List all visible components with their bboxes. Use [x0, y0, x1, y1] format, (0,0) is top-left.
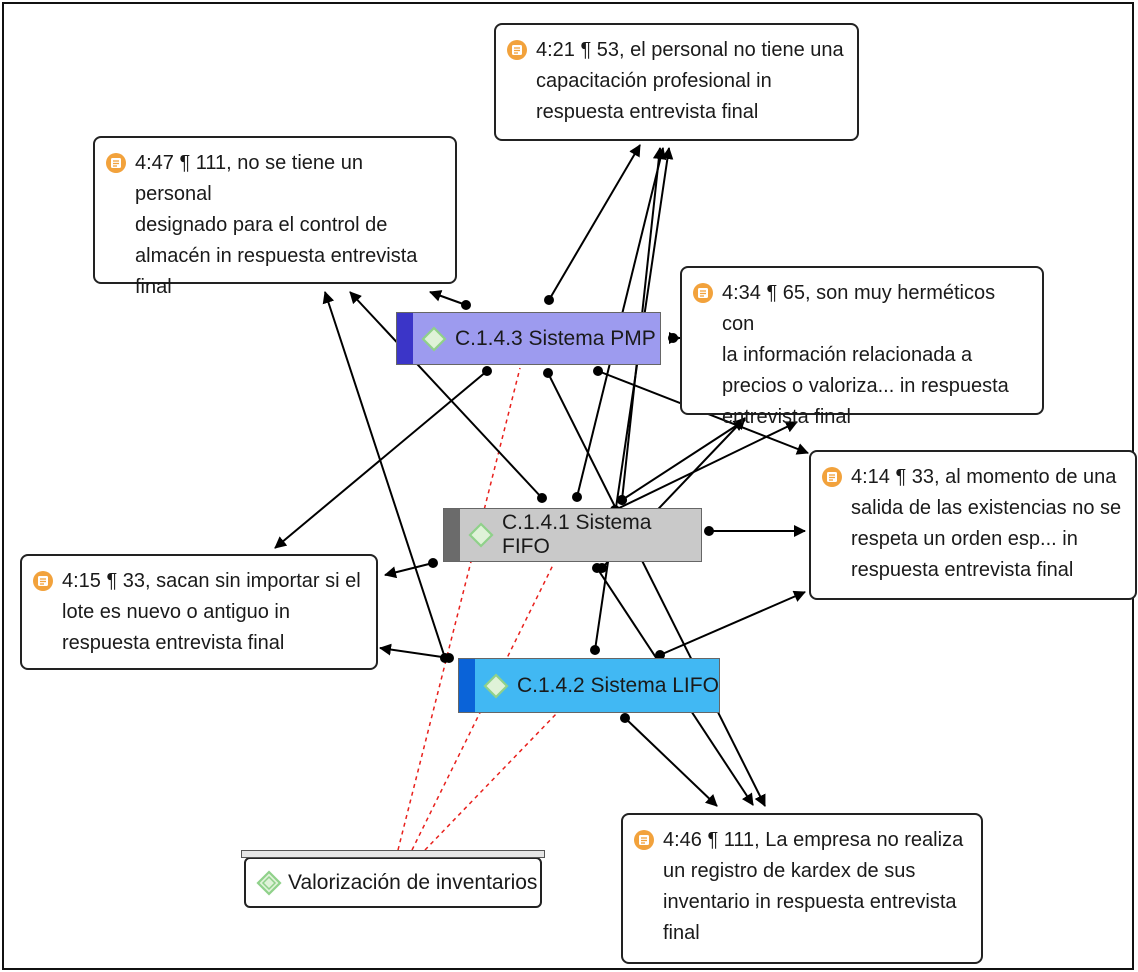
quote-line: precios o valoriza... in respuesta [722, 375, 1009, 397]
quote-line: capacitación profesional in [536, 70, 772, 92]
code-color-bar [397, 313, 413, 364]
quotation-4-21[interactable]: 4:21 ¶ 53, el personal no tiene una capa… [494, 23, 859, 141]
code-diamond-icon [256, 869, 282, 896]
quotation-4-46[interactable]: 4:46 ¶ 111, La empresa no realiza un reg… [621, 813, 983, 964]
quote-line: entrevista final [722, 406, 851, 428]
document-quote-icon [33, 571, 53, 591]
code-diamond-icon [468, 522, 494, 548]
code-node-lifo[interactable]: C.1.4.2 Sistema LIFO [458, 658, 720, 713]
document-quote-icon [693, 283, 713, 303]
quote-line: final [663, 922, 700, 944]
quote-line: respeta un orden esp... in [851, 528, 1078, 550]
quote-line: respuesta entrevista final [62, 632, 285, 654]
document-quote-icon [106, 153, 126, 173]
document-quote-icon [822, 467, 842, 487]
quote-line: respuesta entrevista final [536, 101, 759, 123]
code-node-pmp[interactable]: C.1.4.3 Sistema PMP [396, 312, 661, 365]
code-label: C.1.4.2 Sistema LIFO [517, 673, 719, 697]
code-diamond-icon [483, 672, 509, 699]
theme-label: Valorización de inventarios [288, 870, 538, 894]
document-quote-icon [507, 40, 527, 60]
quote-line: designado para el control de [135, 214, 388, 236]
quote-line: 4:21 ¶ 53, el personal no tiene una [536, 39, 844, 61]
quote-line: inventario in respuesta entrevista [663, 891, 957, 913]
quote-line: 4:15 ¶ 33, sacan sin importar si el [62, 570, 361, 592]
quote-line: almacén in respuesta entrevista [135, 245, 418, 267]
quote-line: respuesta entrevista final [851, 559, 1074, 581]
quote-line: lote es nuevo o antiguo in [62, 601, 290, 623]
quotation-4-47[interactable]: 4:47 ¶ 111, no se tiene un personal desi… [93, 136, 457, 298]
quotation-4-34[interactable]: 4:34 ¶ 65, son muy herméticos con la inf… [680, 266, 1044, 428]
document-quote-icon [634, 830, 654, 850]
quote-line: 4:14 ¶ 33, al momento de una [851, 466, 1117, 488]
quotation-4-15[interactable]: 4:15 ¶ 33, sacan sin importar si el lote… [20, 554, 378, 670]
code-label: C.1.4.1 Sistema FIFO [502, 511, 652, 558]
code-label: C.1.4.3 Sistema PMP [455, 326, 656, 350]
quote-line: 4:34 ¶ 65, son muy herméticos con [722, 282, 996, 335]
quote-line: 4:47 ¶ 111, no se tiene un personal [135, 152, 363, 205]
quote-line: 4:46 ¶ 111, La empresa no realiza [663, 829, 964, 851]
code-color-bar [459, 659, 475, 712]
quote-line: la información relacionada a [722, 344, 973, 366]
theme-header-bar [241, 850, 545, 858]
quotation-4-14[interactable]: 4:14 ¶ 33, al momento de una salida de l… [809, 450, 1137, 600]
code-color-bar [444, 509, 460, 561]
quote-line: salida de las existencias no se [851, 497, 1122, 519]
code-diamond-icon [421, 325, 447, 352]
quote-line: final [135, 276, 172, 298]
quote-line: un registro de kardex de sus [663, 860, 916, 882]
code-node-fifo[interactable]: C.1.4.1 Sistema FIFO [443, 508, 702, 562]
theme-node-valorizacion[interactable]: Valorización de inventarios [241, 850, 545, 908]
